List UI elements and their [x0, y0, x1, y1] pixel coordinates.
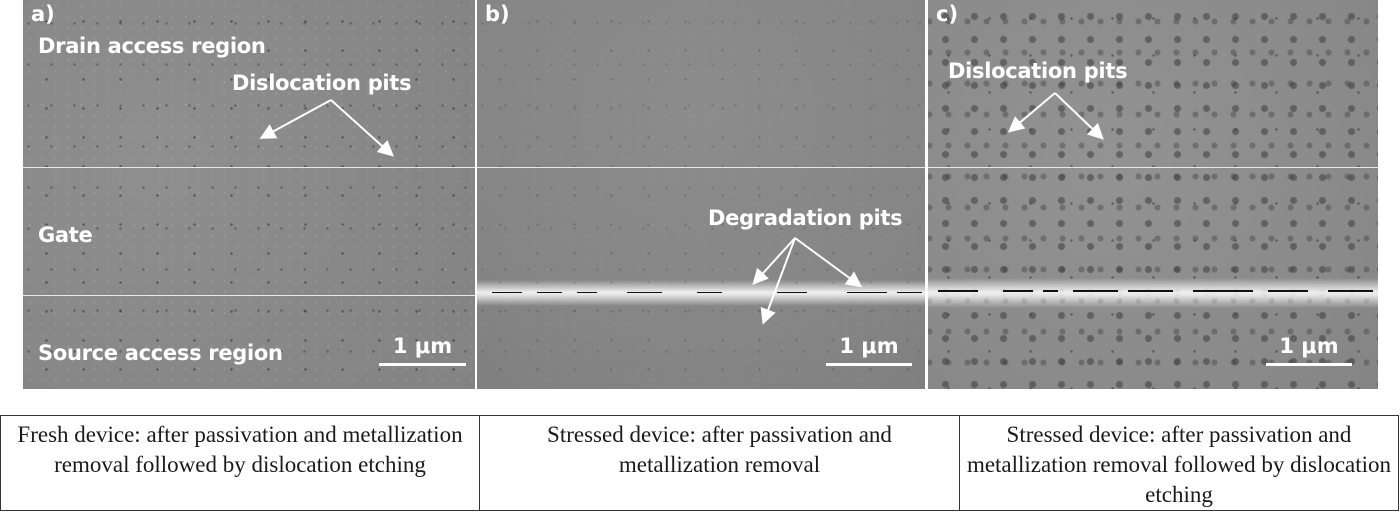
region-boundary-line [23, 167, 475, 168]
panel-letter-b: b) [485, 2, 510, 26]
sem-texture [23, 0, 475, 389]
scale-bar-label: 1 μm [1279, 334, 1339, 358]
scale-bar-label: 1 μm [392, 334, 453, 358]
scale-bar-line [1266, 363, 1352, 366]
drain-access-region-label: Drain access region [38, 34, 266, 58]
scale-bar: 1 μm [826, 334, 912, 366]
region-boundary-line [928, 293, 1378, 294]
scale-bar: 1 μm [379, 334, 466, 366]
caption-cell-b: Stressed device: after passivation and m… [479, 415, 960, 511]
scale-bar-label: 1 μm [839, 334, 899, 358]
caption-cell-a: Fresh device: after passivation and meta… [0, 415, 480, 511]
panel-letter-a: a) [31, 2, 55, 26]
sem-texture [477, 0, 925, 389]
region-boundary-line [23, 295, 475, 296]
dislocation-pits-label: Dislocation pits [232, 71, 412, 95]
sem-panel-c: c) Dislocation pits 1 μm [928, 0, 1378, 389]
scale-bar-line [826, 363, 912, 366]
region-boundary-line [477, 167, 925, 168]
scale-bar: 1 μm [1266, 334, 1352, 366]
source-access-region-label: Source access region [38, 341, 283, 365]
sem-panel-b: b) Degradation pits 1 μm [477, 0, 925, 389]
caption-table: Fresh device: after passivation and meta… [0, 415, 1399, 511]
scale-bar-line [379, 363, 466, 366]
degradation-pits-label: Degradation pits [708, 206, 903, 230]
sem-panel-a: a) Drain access region Dislocation pits … [23, 0, 475, 389]
caption-cell-c: Stressed device: after passivation and m… [959, 415, 1399, 511]
caption-row: Fresh device: after passivation and meta… [0, 415, 1399, 511]
dislocation-pits-label: Dislocation pits [948, 59, 1128, 83]
panel-letter-c: c) [936, 2, 959, 26]
gate-label: Gate [38, 223, 93, 247]
region-boundary-line [477, 293, 925, 294]
sem-texture [928, 0, 1378, 389]
region-boundary-line [928, 167, 1378, 168]
